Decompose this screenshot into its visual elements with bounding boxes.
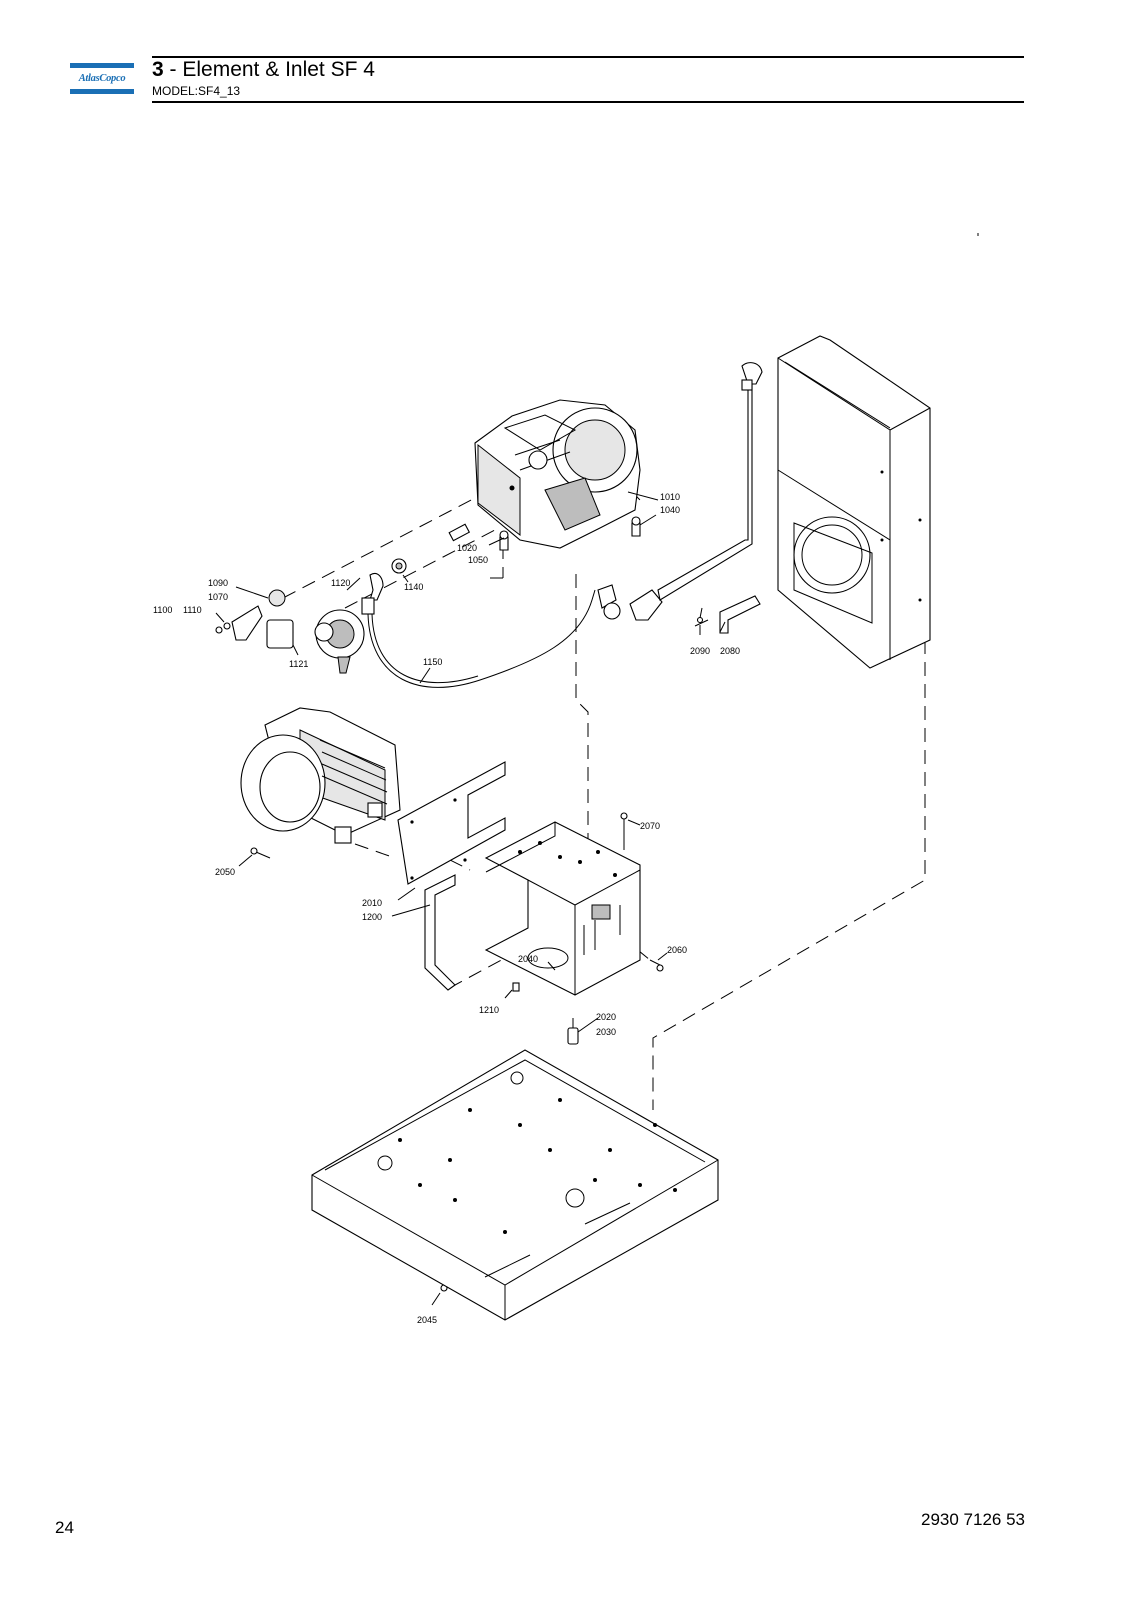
frame-panel <box>777 335 931 669</box>
callout-2090: 2090 <box>690 646 710 656</box>
callout-2080: 2080 <box>720 646 740 656</box>
callout-1090: 1090 <box>208 578 228 588</box>
callout-1100: 1100 <box>153 605 172 615</box>
callout-2060: 2060 <box>667 945 687 955</box>
callout-1040: 1040 <box>660 505 680 515</box>
callout-1050: 1050 <box>468 555 488 565</box>
callout-1020: 1020 <box>457 543 477 553</box>
callout-2020: 2020 <box>596 1012 616 1022</box>
bracket-1200 <box>424 874 456 991</box>
callout-1120: 1120 <box>331 578 350 588</box>
leader-lines <box>215 233 979 1306</box>
compressor-element-1010 <box>474 399 641 549</box>
bracket-2010 <box>397 761 506 885</box>
bolts <box>250 607 704 1292</box>
callout-1140: 1140 <box>404 582 423 592</box>
callout-2050: 2050 <box>215 867 235 877</box>
callout-2045: 2045 <box>417 1315 437 1325</box>
page-title: 3 - Element & Inlet SF 4 <box>152 58 375 82</box>
model-label: MODEL:SF4_13 <box>152 84 241 98</box>
callout-1010: 1010 <box>660 492 680 502</box>
section-title: - Element & Inlet SF 4 <box>163 58 375 81</box>
pipe-assembly <box>597 362 763 634</box>
callout-1110: 1110 <box>183 605 202 615</box>
callout-2030: 2030 <box>596 1027 616 1037</box>
section-number: 3 <box>152 58 164 81</box>
page-number: 24 <box>55 1518 74 1537</box>
atlas-copco-logo: AtlasCopco <box>70 63 134 94</box>
callout-labels: 1010 1040 1020 1050 1140 1120 1090 1070 … <box>153 492 740 1325</box>
frame-box-2020 <box>484 821 641 996</box>
hose-1150 <box>367 589 596 688</box>
logo-bar-bottom <box>70 89 134 94</box>
callout-2040: 2040 <box>518 954 538 964</box>
callout-2010: 2010 <box>362 898 382 908</box>
inlet-parts <box>215 589 365 674</box>
callout-1200: 1200 <box>362 912 382 922</box>
fittings-group <box>361 516 641 615</box>
callout-1210: 1210 <box>479 1005 499 1015</box>
callout-2070: 2070 <box>640 821 660 831</box>
motor <box>240 707 401 844</box>
base-frame <box>311 1049 719 1321</box>
callout-1121: 1121 <box>289 659 308 669</box>
logo-wordmark: AtlasCopco <box>78 73 126 84</box>
callout-1150: 1150 <box>423 657 442 667</box>
callout-1070: 1070 <box>208 592 228 602</box>
document-number: 2930 7126 53 <box>921 1510 1025 1529</box>
logo-bar-top <box>70 63 134 68</box>
header-rule-bottom <box>152 101 1024 103</box>
header-rule-top <box>152 56 1024 58</box>
